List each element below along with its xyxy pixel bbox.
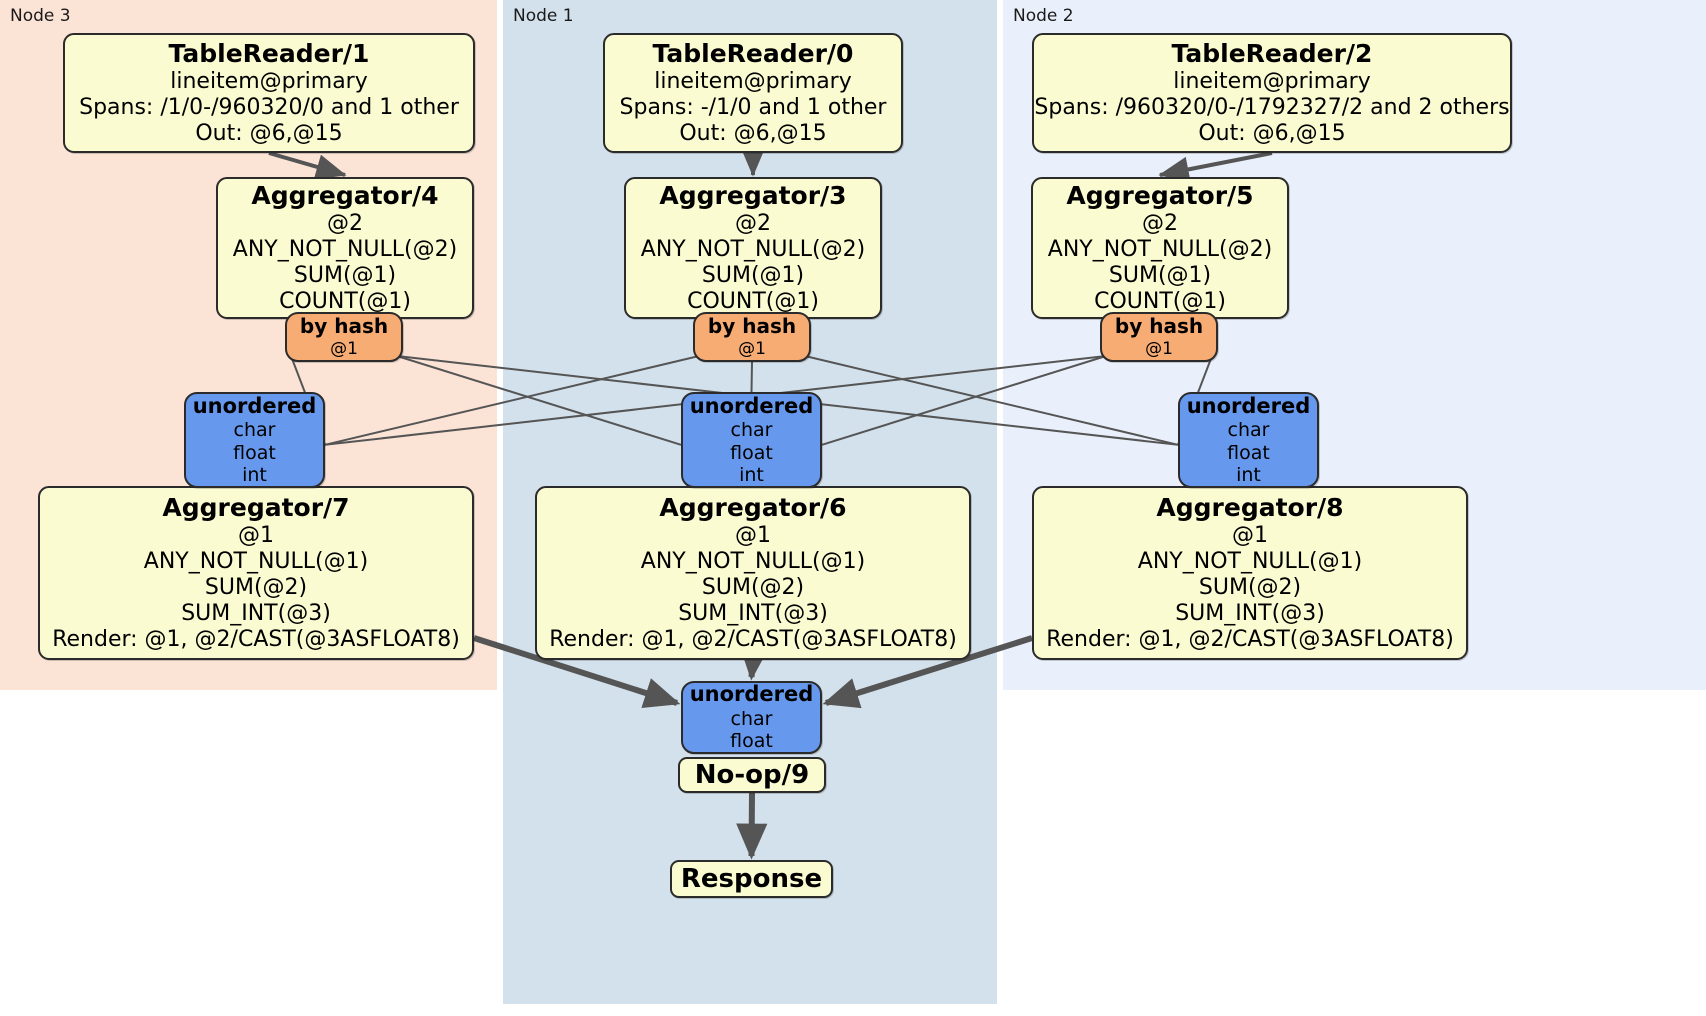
plan-node-detail-0: char bbox=[730, 707, 773, 730]
plan-node-detail-2: SUM(@1) bbox=[1108, 263, 1212, 289]
plan-node-detail-3: COUNT(@1) bbox=[1094, 289, 1226, 315]
plan-node-title: unordered bbox=[689, 393, 814, 418]
plan-node-title: TableReader/2 bbox=[1171, 38, 1373, 68]
plan-node-detail-1: ANY_NOT_NULL(@1) bbox=[1137, 549, 1363, 575]
plan-node-detail-0: @2 bbox=[735, 211, 771, 237]
plan-node-detail-1: Spans: /960320/0-/1792327/2 and 2 others bbox=[1034, 95, 1510, 121]
plan-node-detail-3: SUM_INT(@3) bbox=[678, 601, 828, 627]
plan-node-detail-2: SUM(@2) bbox=[204, 575, 308, 601]
plan-node-detail-0: lineitem@primary bbox=[654, 69, 852, 95]
plan-node-byhash-3[interactable]: by hash@1 bbox=[693, 312, 811, 362]
plan-node-title: unordered bbox=[689, 682, 814, 707]
plan-node-byhash-5[interactable]: by hash@1 bbox=[1100, 312, 1218, 362]
plan-node-detail-1: float bbox=[1227, 441, 1270, 464]
plan-node-detail-4: Render: @1, @2/CAST(@3ASFLOAT8) bbox=[1046, 627, 1454, 653]
plan-node-detail-4: Render: @1, @2/CAST(@3ASFLOAT8) bbox=[52, 627, 460, 653]
plan-node-detail-3: COUNT(@1) bbox=[687, 289, 819, 315]
plan-node-detail-2: SUM(@1) bbox=[701, 263, 805, 289]
plan-node-title: Aggregator/7 bbox=[162, 492, 350, 522]
plan-node-response[interactable]: Response bbox=[670, 860, 833, 898]
plan-node-detail-3: SUM_INT(@3) bbox=[181, 601, 331, 627]
plan-node-detail-2: SUM(@2) bbox=[701, 575, 805, 601]
plan-node-title: Aggregator/5 bbox=[1066, 180, 1254, 210]
plan-node-title: Response bbox=[680, 863, 823, 894]
plan-node-title: No-op/9 bbox=[694, 759, 810, 790]
node-panel-label-node1: Node 1 bbox=[513, 6, 574, 26]
plan-node-detail-2: SUM(@1) bbox=[293, 263, 397, 289]
plan-node-detail-0: char bbox=[1227, 419, 1270, 442]
plan-node-detail-0: @1 bbox=[330, 338, 358, 359]
plan-node-detail-0: char bbox=[730, 419, 773, 442]
plan-node-detail-1: Spans: /1/0-/960320/0 and 1 other bbox=[79, 95, 459, 121]
plan-node-title: unordered bbox=[1186, 393, 1311, 418]
plan-node-detail-2: int bbox=[242, 464, 267, 487]
plan-node-title: Aggregator/4 bbox=[251, 180, 439, 210]
plan-node-title: by hash bbox=[1114, 314, 1204, 339]
plan-node-detail-0: lineitem@primary bbox=[1173, 69, 1371, 95]
plan-node-detail-1: float bbox=[730, 730, 773, 753]
plan-node-detail-0: @2 bbox=[1142, 211, 1178, 237]
plan-node-detail-3: SUM_INT(@3) bbox=[1175, 601, 1325, 627]
node-panel-label-node2: Node 2 bbox=[1013, 6, 1074, 26]
plan-node-title: unordered bbox=[192, 393, 317, 418]
plan-node-title: Aggregator/6 bbox=[659, 492, 847, 522]
plan-node-detail-3: COUNT(@1) bbox=[279, 289, 411, 315]
plan-node-detail-1: ANY_NOT_NULL(@2) bbox=[1047, 237, 1273, 263]
plan-node-detail-1: ANY_NOT_NULL(@1) bbox=[143, 549, 369, 575]
plan-node-title: by hash bbox=[707, 314, 797, 339]
plan-node-byhash-4[interactable]: by hash@1 bbox=[285, 312, 403, 362]
plan-node-detail-0: @1 bbox=[735, 523, 771, 549]
plan-node-title: Aggregator/8 bbox=[1156, 492, 1344, 522]
plan-node-detail-1: ANY_NOT_NULL(@2) bbox=[232, 237, 458, 263]
plan-node-detail-1: ANY_NOT_NULL(@2) bbox=[640, 237, 866, 263]
plan-node-title: Aggregator/3 bbox=[659, 180, 847, 210]
plan-node-title: TableReader/1 bbox=[168, 38, 370, 68]
plan-node-detail-0: @1 bbox=[738, 338, 766, 359]
plan-node-noop-9[interactable]: No-op/9 bbox=[678, 757, 826, 793]
plan-node-detail-2: Out: @6,@15 bbox=[679, 121, 827, 147]
plan-node-detail-1: float bbox=[233, 441, 276, 464]
plan-node-detail-0: char bbox=[233, 419, 276, 442]
plan-node-detail-1: Spans: -/1/0 and 1 other bbox=[619, 95, 887, 121]
plan-node-title: by hash bbox=[299, 314, 389, 339]
plan-node-detail-0: @1 bbox=[238, 523, 274, 549]
plan-node-detail-0: lineitem@primary bbox=[170, 69, 368, 95]
plan-node-detail-2: int bbox=[1236, 464, 1261, 487]
plan-node-detail-0: @1 bbox=[1145, 338, 1173, 359]
plan-node-detail-2: Out: @6,@15 bbox=[195, 121, 343, 147]
plan-node-detail-2: SUM(@2) bbox=[1198, 575, 1302, 601]
node-panel-label-node3: Node 3 bbox=[10, 6, 71, 26]
plan-node-detail-2: Out: @6,@15 bbox=[1198, 121, 1346, 147]
plan-node-detail-2: int bbox=[739, 464, 764, 487]
plan-node-detail-1: ANY_NOT_NULL(@1) bbox=[640, 549, 866, 575]
plan-node-detail-4: Render: @1, @2/CAST(@3ASFLOAT8) bbox=[549, 627, 957, 653]
plan-node-detail-0: @1 bbox=[1232, 523, 1268, 549]
plan-node-detail-1: float bbox=[730, 441, 773, 464]
plan-node-detail-0: @2 bbox=[327, 211, 363, 237]
plan-node-title: TableReader/0 bbox=[652, 38, 854, 68]
